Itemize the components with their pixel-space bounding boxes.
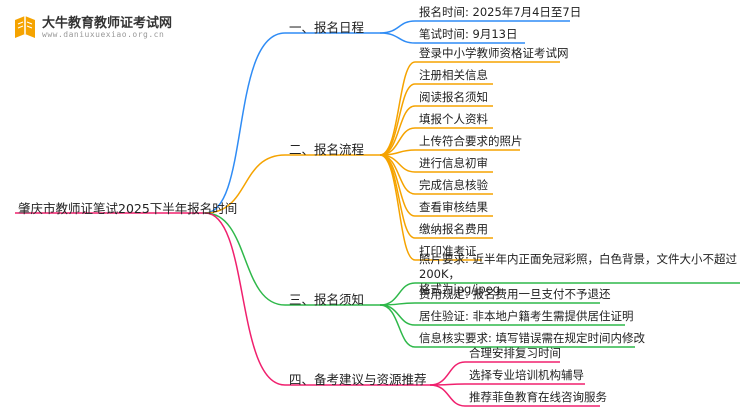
- branch-1-lines: [204, 20, 570, 214]
- branch-2-item: 阅读报名须知: [419, 90, 488, 104]
- branch-3-lines: [204, 212, 740, 348]
- logo-subtitle: www.daniuxuexiao.org.cn: [42, 30, 165, 39]
- branch-3-label: 三、报名须知: [289, 292, 365, 307]
- branch-2-item: 打印准考证: [419, 244, 477, 258]
- branch-2-item: 填报个人资料: [419, 112, 488, 126]
- branch-4-item: 合理安排复习时间: [469, 346, 561, 360]
- book-icon: [15, 16, 35, 38]
- branch-2-item: 登录中小学教师资格证考试网: [419, 46, 569, 60]
- branch-3-item: 费用规定: 报名费用一旦支付不予退还: [419, 287, 611, 301]
- branch-2-lines: [204, 61, 560, 261]
- branch-3-item: 照片要求: 近半年内正面免冠彩照，白色背景，文件大小不超过200K， 格式为jp…: [419, 252, 738, 296]
- site-logo: 大牛教育教师证考试网 www.daniuxuexiao.org.cn: [6, 8, 216, 48]
- branch-2-item: 查看审核结果: [419, 200, 488, 214]
- branch-2-item: 完成信息核验: [419, 178, 488, 192]
- branch-1-label: 一、报名日程: [289, 20, 365, 35]
- branch-4-item: 推荐菲鱼教育在线咨询服务: [469, 390, 607, 404]
- branch-2-item: 注册相关信息: [419, 68, 488, 82]
- branch-4-label: 四、备考建议与资源推荐: [289, 372, 427, 387]
- branch-4-lines: [204, 212, 600, 407]
- branch-3-item: 居住验证: 非本地户籍考生需提供居住证明: [419, 309, 634, 323]
- branch-2-item: 进行信息初审: [419, 156, 488, 170]
- root-node: 肇庆市教师证笔试2025下半年报名时间: [18, 201, 238, 216]
- branch-1-item: 报名时间: 2025年7月4日至7日: [419, 5, 582, 19]
- branch-3-item: 信息核实要求: 填写错误需在规定时间内修改: [419, 331, 646, 345]
- branch-2-label: 二、报名流程: [289, 142, 365, 157]
- logo-title: 大牛教育教师证考试网: [42, 16, 173, 31]
- branch-1-item: 笔试时间: 9月13日: [419, 27, 518, 41]
- branch-4-item: 选择专业培训机构辅导: [469, 368, 584, 382]
- branch-2-item: 上传符合要求的照片: [419, 134, 523, 148]
- branch-2-item: 缴纳报名费用: [419, 222, 488, 236]
